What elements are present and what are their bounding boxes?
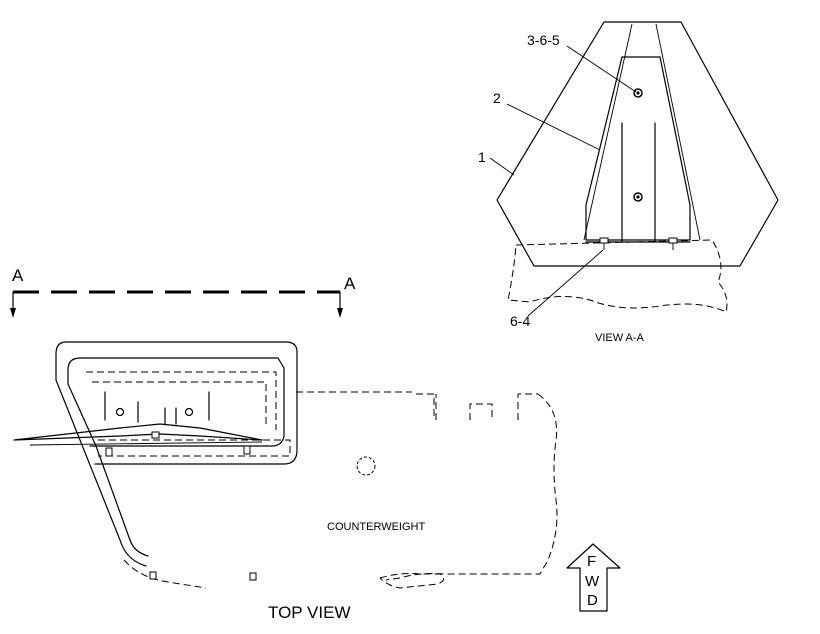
guard-hexagon — [496, 21, 779, 267]
leader-1 — [489, 157, 515, 176]
plate-clip — [151, 431, 160, 439]
label-counterweight: COUNTERWEIGHT — [327, 521, 425, 533]
guard-plate-edge — [13, 423, 263, 441]
label-part-3-6-5: 3-6-5 — [527, 32, 560, 48]
frame-hidden-line-3 — [98, 439, 291, 457]
counterweight-left-edge — [123, 559, 207, 589]
label-section-right: A — [344, 274, 356, 293]
label-part-1: 1 — [478, 149, 486, 165]
guard-frame-inner-left — [67, 357, 149, 557]
guard-inner-line-left — [583, 23, 633, 241]
section-left-arrowhead — [10, 308, 16, 318]
bolt-lower-core — [636, 195, 640, 199]
mark-left — [149, 571, 157, 580]
base-bolt-right — [668, 237, 678, 244]
section-right-arrowhead — [337, 308, 343, 318]
bracket-hole-left — [115, 407, 125, 417]
leader-6-4 — [527, 249, 604, 317]
frame-clip-right — [243, 445, 251, 455]
frame-clip-left — [105, 447, 113, 457]
base-bolt-left — [599, 237, 609, 244]
counterweight-outline — [379, 393, 558, 589]
label-view-aa: VIEW A-A — [595, 332, 645, 344]
bracket-plate — [585, 56, 691, 241]
label-part-6-4: 6-4 — [510, 313, 530, 329]
leader-3-6-5 — [566, 45, 637, 93]
guard-frame-outer-left — [55, 341, 147, 567]
top-view-group: COUNTERWEIGHT TOP VIEW — [13, 341, 558, 622]
counterweight-lift-eye — [356, 456, 376, 476]
guard-frame-outer — [65, 341, 298, 465]
bolt-upper-core — [636, 91, 640, 95]
frame-hidden-line-2 — [92, 381, 267, 426]
section-line-aa: A A — [10, 266, 356, 318]
view-aa-group: 3-6-5 2 1 6-4 VIEW A-A — [478, 21, 779, 344]
label-top-view: TOP VIEW — [268, 603, 351, 622]
label-fwd-d: D — [587, 592, 598, 609]
label-part-2: 2 — [493, 90, 501, 106]
forward-arrow-outline — [566, 543, 621, 612]
forward-arrow: F W D — [566, 543, 621, 612]
guard-frame-inner — [79, 357, 285, 447]
label-fwd-w: W — [585, 573, 600, 590]
label-fwd-f: F — [587, 553, 596, 570]
mark-right — [249, 572, 257, 581]
bracket-hole-right — [184, 407, 194, 417]
label-section-left: A — [12, 266, 24, 285]
view-aa-counterweight-outline — [507, 239, 728, 313]
frame-hidden-line-1 — [86, 371, 277, 430]
guard-plate-line — [29, 441, 263, 446]
leader-2 — [506, 103, 601, 151]
guard-inner-line-right — [655, 23, 701, 241]
